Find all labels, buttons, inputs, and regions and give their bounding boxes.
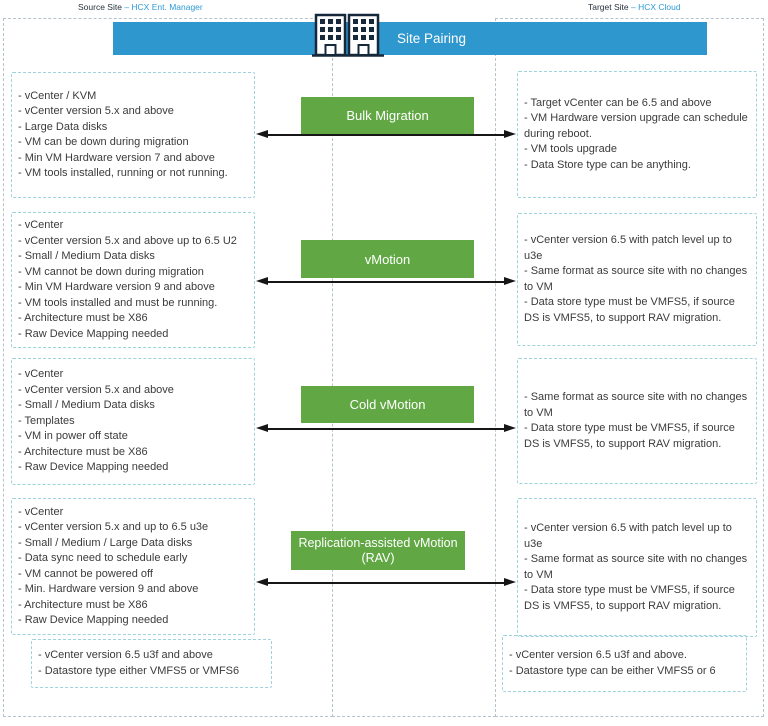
requirement-line: - Raw Device Mapping needed — [18, 327, 169, 340]
migration-type-title: Cold vMotion — [349, 397, 426, 412]
arrow-left-head-icon — [256, 130, 268, 138]
bulk-target-requirements-box: - Target vCenter can be 6.5 and above - V… — [517, 71, 757, 198]
requirement-line: - vCenter — [18, 505, 64, 518]
requirement-line: - vCenter / KVM — [18, 89, 97, 102]
requirement-line: - Min VM Hardware version 9 and above — [18, 281, 215, 293]
arrow-left-head-icon — [256, 424, 268, 432]
buildings-icon — [312, 13, 384, 57]
requirement-line: - Architecture must be X86 — [18, 445, 148, 458]
requirement-line: - vCenter version 5.x and above up to 6.… — [18, 234, 237, 247]
requirement-line: - Small / Medium Data disks — [18, 399, 155, 412]
requirement-line: - Datastore type can be either VMFS5 or … — [509, 664, 716, 677]
migration-type-title: Bulk Migration — [346, 108, 429, 123]
arrow-left-head-icon — [256, 578, 268, 586]
arrow-right-head-icon — [504, 578, 516, 586]
arrow-right-head-icon — [504, 130, 516, 138]
requirement-line: - vCenter version 5.x and above — [18, 105, 174, 117]
requirement-line: - VM in power off state — [18, 430, 128, 443]
requirement-line: - vCenter — [18, 368, 64, 381]
requirement-line: - Same format as source site with no cha… — [524, 265, 748, 293]
requirement-line: - VM tools installed, running or not run… — [18, 167, 228, 179]
vmotion-target-requirements-box: - vCenter version 6.5 with patch level u… — [517, 213, 757, 346]
rav-source-requirements-box: - vCenter - vCenter version 5.x and up to… — [11, 498, 255, 635]
cold-vmotion-arrow — [256, 424, 516, 433]
arrow-shaft — [264, 133, 508, 136]
arrow-right-head-icon — [504, 277, 516, 285]
bottom-dashed-line — [332, 716, 496, 717]
requirement-line: - Same format as source site with no cha… — [524, 553, 748, 581]
requirement-line: - Raw Device Mapping needed — [18, 461, 169, 474]
requirement-line: - VM cannot be powered off — [18, 567, 153, 580]
arrow-left-head-icon — [256, 277, 268, 285]
requirement-line: - Small / Medium Data disks — [18, 250, 155, 262]
requirement-line: - VM cannot be down during migration — [18, 265, 204, 278]
source-site-region — [3, 18, 333, 717]
requirement-line: - Same format as source site with no cha… — [524, 391, 748, 419]
requirement-line: - Architecture must be X86 — [18, 312, 148, 324]
rav-target-requirements-box: - vCenter version 6.5 with patch level u… — [517, 498, 757, 637]
source-footer-box: - vCenter version 6.5 u3f and above - Dat… — [31, 639, 272, 688]
requirement-line: - Min VM Hardware version 7 and above — [18, 151, 215, 164]
migration-type-rav: Replication-assisted vMotion(RAV) — [291, 531, 465, 570]
bulk-source-requirements-box: - vCenter / KVM - vCenter version 5.x and… — [11, 72, 255, 198]
requirement-line: - VM Hardware version upgrade can schedu… — [524, 112, 748, 140]
target-site-label-product: – HCX Cloud — [631, 2, 681, 12]
requirement-line: - Data sync need to schedule early — [18, 552, 188, 564]
target-site-label-prefix: Target Site — [588, 2, 631, 12]
requirement-line: - Data store type must be VMFS5, if sour… — [524, 422, 735, 450]
vmotion-arrow — [256, 277, 516, 286]
source-site-label-prefix: Source Site — [78, 2, 125, 12]
target-footer-box: - vCenter version 6.5 u3f and above. - Da… — [502, 635, 747, 692]
target-site-label: Target Site – HCX Cloud — [588, 2, 681, 12]
site-pairing-label: Site Pairing — [397, 31, 467, 46]
cold-vmotion-source-requirements-box: - vCenter - vCenter version 5.x and above… — [11, 358, 255, 485]
requirement-line: - Data Store type can be anything. — [524, 158, 691, 171]
migration-type-cold-vmotion: Cold vMotion — [301, 386, 474, 423]
source-site-label-product: – HCX Ent. Manager — [124, 2, 203, 12]
requirement-line: - Raw Device Mapping needed — [18, 614, 169, 626]
requirement-line: - vCenter version 5.x and up to 6.5 u3e — [18, 521, 209, 533]
requirement-line: - VM can be down during migration — [18, 136, 189, 148]
requirement-line: - Target vCenter can be 6.5 and above — [524, 96, 712, 109]
site-pairing-banner: Site Pairing — [113, 22, 707, 55]
cold-vmotion-target-requirements-box: - Same format as source site with no cha… — [517, 358, 757, 484]
target-site-region — [495, 18, 764, 717]
requirement-line: - vCenter — [18, 219, 64, 231]
migration-type-title: Replication-assisted vMotion — [298, 536, 458, 550]
requirement-line: - VM tools installed and must be running… — [18, 296, 218, 309]
migration-type-vmotion: vMotion — [301, 240, 474, 278]
bulk-migration-arrow — [256, 130, 516, 139]
requirement-line: - Templates — [18, 414, 75, 427]
requirement-line: - Small / Medium / Large Data disks — [18, 536, 193, 549]
source-site-label: Source Site – HCX Ent. Manager — [78, 2, 203, 12]
migration-type-bulk: Bulk Migration — [301, 97, 474, 134]
requirement-line: - vCenter version 5.x and above — [18, 383, 174, 396]
requirement-line: - Data store type must be VMFS5, if sour… — [524, 296, 735, 324]
requirement-line: - vCenter version 6.5 with patch level u… — [524, 522, 732, 550]
requirement-line: - Datastore type either VMFS5 or VMFS6 — [38, 664, 240, 677]
arrow-shaft — [264, 581, 508, 584]
requirement-line: - Min. Hardware version 9 and above — [18, 583, 199, 595]
requirement-line: - vCenter version 6.5 with patch level u… — [524, 234, 732, 262]
migration-type-title: vMotion — [364, 251, 411, 267]
requirement-line: - vCenter version 6.5 u3f and above. — [509, 649, 687, 661]
rav-arrow — [256, 578, 516, 587]
arrow-shaft — [264, 280, 508, 283]
requirement-line: - Large Data disks — [18, 120, 108, 133]
arrow-shaft — [264, 427, 508, 430]
migration-type-subtitle: (RAV) — [361, 550, 395, 565]
requirement-line: - Data store type must be VMFS5, if sour… — [524, 584, 735, 612]
requirement-line: - vCenter version 6.5 u3f and above — [38, 649, 213, 661]
requirement-line: - Architecture must be X86 — [18, 598, 148, 611]
arrow-right-head-icon — [504, 424, 516, 432]
vmotion-source-requirements-box: - vCenter - vCenter version 5.x and above… — [11, 212, 255, 348]
requirement-line: - VM tools upgrade — [524, 143, 617, 156]
